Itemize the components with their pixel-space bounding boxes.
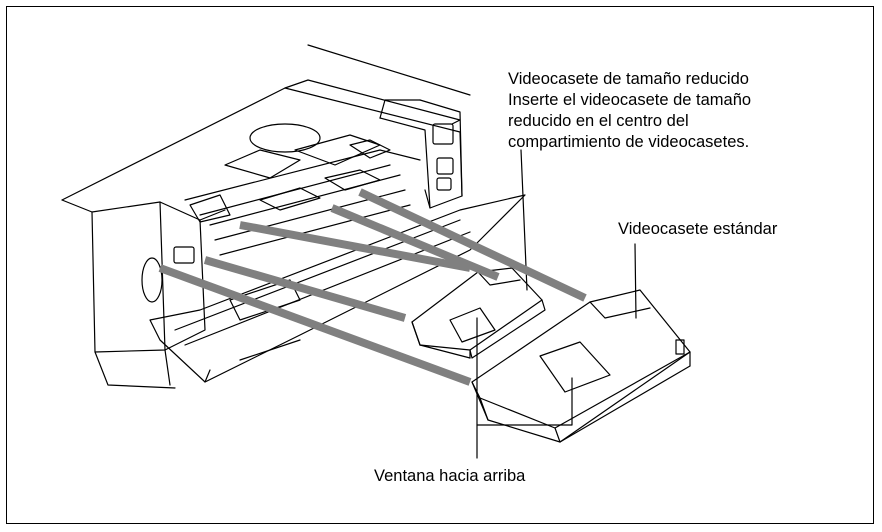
small-cassette-instruction-3: compartimiento de videocasetes. — [508, 133, 750, 151]
small-cassette-instruction-2: reducido en el centro del — [508, 112, 689, 130]
cassette-tab — [675, 339, 685, 355]
window-up-label: Ventana hacia arriba — [374, 467, 526, 485]
button-icon — [432, 123, 454, 145]
small-cassette-label: Videocasete de tamaño reducido Inserte e… — [508, 69, 751, 153]
small-cassette-title: Videocasete de tamaño reducido — [508, 70, 749, 88]
standard-cassette — [471, 289, 691, 443]
button-icon — [173, 246, 195, 264]
vcr-body — [61, 44, 526, 389]
small-cassette — [411, 267, 546, 359]
small-cassette-instruction-1: Inserte el videocasete de tamaño — [508, 91, 752, 109]
button-icon — [436, 157, 454, 175]
button-icon — [436, 177, 452, 191]
insertion-arrows — [158, 188, 587, 386]
standard-cassette-label: Videocasete estándar — [618, 220, 778, 238]
